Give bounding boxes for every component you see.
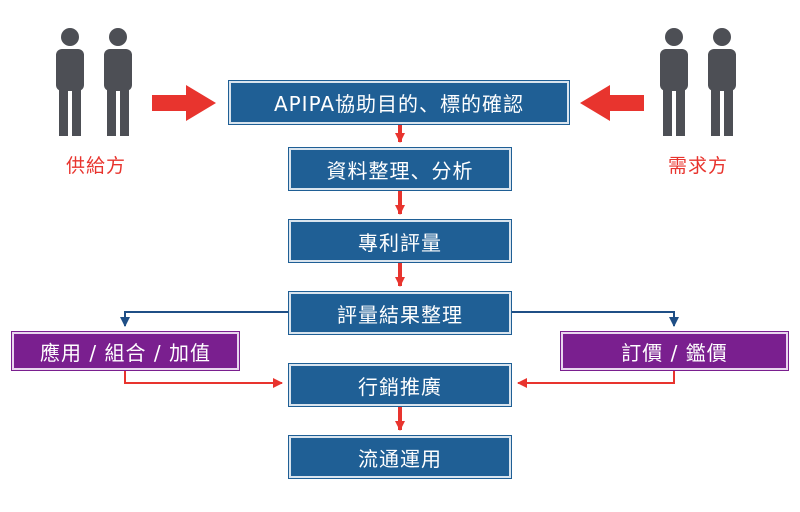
- merge-left-connector: [124, 370, 283, 388]
- demander-arrow: [580, 85, 644, 121]
- branch-left-connector: [120, 311, 290, 327]
- supplier-arrow: [152, 85, 216, 121]
- step-confirm-goal-label: APIPA協助目的、標的確認: [273, 92, 525, 116]
- branch-application-label: 應用 / 組合 / 加值: [40, 340, 211, 365]
- step-result-organizing-label: 評量結果整理: [337, 302, 463, 327]
- step-circulation-label: 流通運用: [358, 446, 442, 471]
- step-patent-evaluation: 專利評量: [289, 220, 511, 262]
- branch-pricing: 訂價 / 鑑價: [561, 332, 788, 370]
- step-circulation: 流通運用: [289, 436, 511, 478]
- supplier-label: 供給方: [66, 155, 127, 177]
- demander-people-icon: [660, 28, 736, 136]
- branch-application: 應用 / 組合 / 加值: [12, 332, 239, 370]
- demander-label: 需求方: [668, 155, 729, 177]
- branch-pricing-label: 訂價 / 鑑價: [621, 340, 728, 365]
- step-patent-evaluation-label: 專利評量: [358, 230, 442, 255]
- step-data-analysis: 資料整理、分析: [289, 148, 511, 190]
- step-marketing: 行銷推廣: [289, 364, 511, 406]
- step-marketing-label: 行銷推廣: [358, 374, 442, 399]
- step-result-organizing: 評量結果整理: [289, 292, 511, 334]
- supplier-people-icon: [56, 28, 132, 136]
- branch-right-connector: [512, 311, 679, 327]
- step-data-analysis-label: 資料整理、分析: [326, 158, 474, 183]
- merge-right-connector: [517, 370, 675, 388]
- step-confirm-goal: APIPA協助目的、標的確認: [229, 81, 569, 124]
